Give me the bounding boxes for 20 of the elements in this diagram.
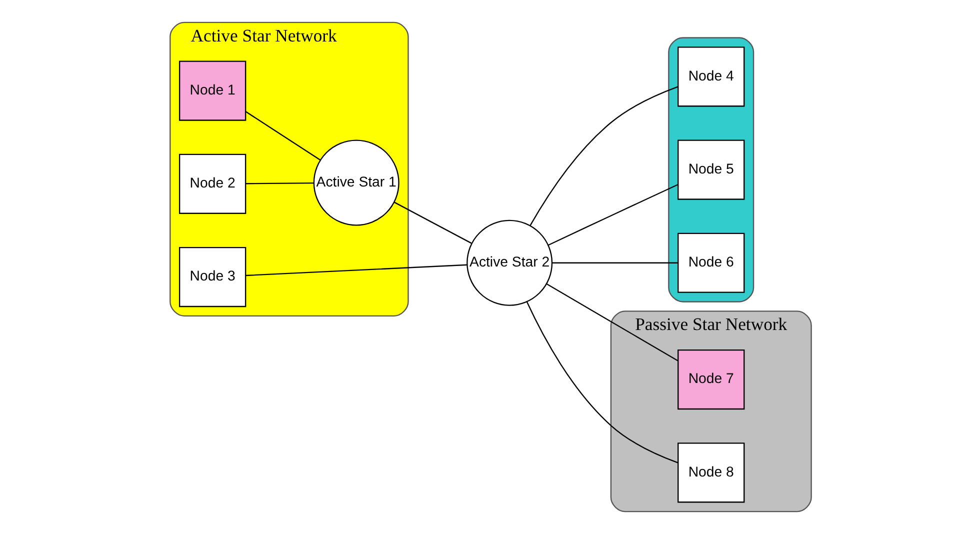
node-box: Node 7 xyxy=(677,350,744,410)
connector xyxy=(245,111,320,161)
connector xyxy=(394,202,472,244)
node-box: Node 6 xyxy=(677,232,744,293)
connector xyxy=(546,284,678,362)
node-box: Node 1 xyxy=(178,60,246,121)
node-box: Node 2 xyxy=(178,154,246,214)
connector xyxy=(245,264,466,276)
cluster xyxy=(668,37,754,302)
connector xyxy=(245,182,314,184)
connector xyxy=(552,262,678,264)
node-box: Node 3 xyxy=(178,246,246,308)
node-box: Node 5 xyxy=(677,140,744,200)
connector xyxy=(529,86,678,226)
connector xyxy=(526,302,678,464)
connector xyxy=(548,184,678,246)
node-circle: Active Star 1 xyxy=(312,140,399,226)
node-circle: Active Star 2 xyxy=(466,220,552,306)
node-box: Node 8 xyxy=(677,442,744,503)
node-box: Node 4 xyxy=(677,46,744,107)
